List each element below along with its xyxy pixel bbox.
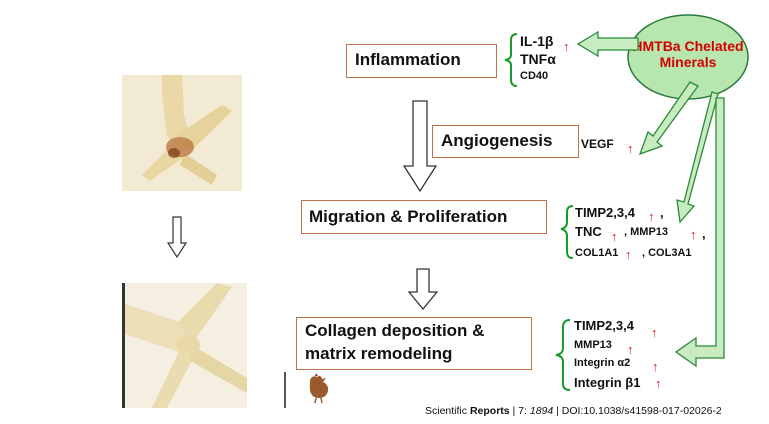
marker-tnfa: TNFα [520, 51, 556, 67]
stage-migration-label: Migration & Proliferation [309, 207, 508, 226]
up-arrow-timp-collagen: ↑ [651, 325, 658, 340]
up-arrow-timp-migration: ↑ [648, 209, 655, 224]
stage-inflammation-box: Inflammation [346, 44, 497, 78]
stage-collagen-box: Collagen deposition & matrix remodeling [296, 317, 532, 370]
marker-cd40: CD40 [520, 70, 549, 82]
marker-timp-comma: , [660, 205, 664, 220]
stage-collagen-label-line2: matrix remodeling [305, 344, 453, 363]
stage-migration-box: Migration & Proliferation [301, 200, 547, 234]
source-label-line1: HMTBa Chelated [632, 38, 744, 54]
arrow-to-migration [676, 91, 719, 224]
marker-col3a1: , COL3A1 [642, 247, 692, 259]
marker-integrin-b1: Integrin β1 [574, 375, 641, 390]
marker-tnc: TNC [575, 224, 602, 239]
before-foot-illustration [122, 75, 242, 191]
stage-angiogenesis-box: Angiogenesis [432, 125, 579, 158]
bracket-migration [560, 205, 574, 259]
arrow-to-collagen [674, 97, 725, 368]
up-arrow-tnc: ↑ [611, 229, 618, 244]
photo-progress-arrow [167, 216, 187, 258]
source-label: HMTBa Chelated Minerals [627, 38, 749, 70]
marker-timp-migration: TIMP2,3,4 [575, 205, 635, 220]
citation: Scientific Reports | 7: 1894 | DOI:10.10… [425, 405, 722, 417]
citation-doi: | DOI:10.1038/s41598-017-02026-2 [553, 405, 722, 417]
up-arrow-integrin-a2: ↑ [652, 359, 659, 374]
citation-vol: | 7: [509, 405, 530, 417]
divider-line [284, 372, 286, 408]
bracket-collagen [555, 319, 571, 391]
up-arrow-integrin-b1: ↑ [655, 376, 662, 391]
before-foot-photo [122, 75, 242, 191]
after-foot-photo [122, 283, 247, 408]
citation-prefix: Scientific [425, 405, 470, 417]
citation-journal: Reports [469, 405, 510, 417]
chicken-icon [309, 373, 329, 404]
up-arrow-mmp13-collagen: ↑ [627, 342, 634, 357]
up-arrow-vegf: ↑ [627, 141, 634, 156]
marker-mmp13-collagen: MMP13 [574, 339, 612, 351]
arrow-to-inflammation [576, 30, 639, 58]
up-arrow-il1b: ↑ [563, 39, 570, 54]
marker-il1b: IL-1β [520, 33, 554, 49]
flow-arrow-2 [408, 268, 438, 310]
stage-angiogenesis-label: Angiogenesis [441, 131, 553, 150]
marker-col1a1: COL1A1 [575, 247, 619, 259]
source-label-line2: Minerals [659, 54, 717, 70]
marker-mmp13-comma: , [702, 226, 706, 241]
after-foot-illustration [122, 283, 247, 408]
citation-num: 1894 [529, 405, 554, 417]
marker-integrin-a2: Integrin α2 [574, 357, 631, 369]
bracket-inflammation [504, 33, 518, 87]
up-arrow-col1a1: ↑ [625, 247, 632, 262]
marker-timp-collagen: TIMP2,3,4 [574, 318, 634, 333]
marker-mmp13-migration: , MMP13 [624, 226, 669, 238]
up-arrow-mmp13-migration: ↑ [690, 227, 697, 242]
marker-vegf: VEGF [581, 137, 614, 151]
arrow-to-angiogenesis [638, 81, 699, 156]
stage-inflammation-label: Inflammation [355, 50, 461, 69]
stage-collagen-label-line1: Collagen deposition & [305, 321, 485, 340]
flow-arrow-1 [403, 100, 437, 192]
